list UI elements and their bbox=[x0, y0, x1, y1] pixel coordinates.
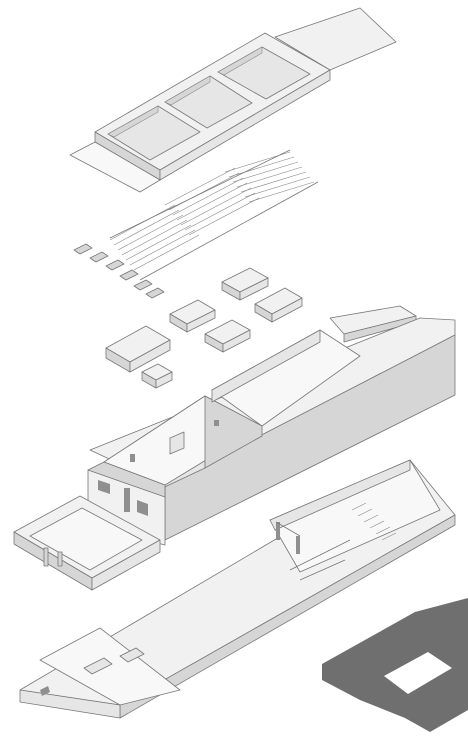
walls-layer bbox=[13, 305, 456, 591]
roof-layer bbox=[69, 7, 397, 193]
roof-structure-layer bbox=[73, 149, 319, 299]
shadow-footprint bbox=[322, 598, 468, 732]
furniture-layer bbox=[105, 267, 303, 389]
ground-slab-layer bbox=[19, 459, 456, 719]
